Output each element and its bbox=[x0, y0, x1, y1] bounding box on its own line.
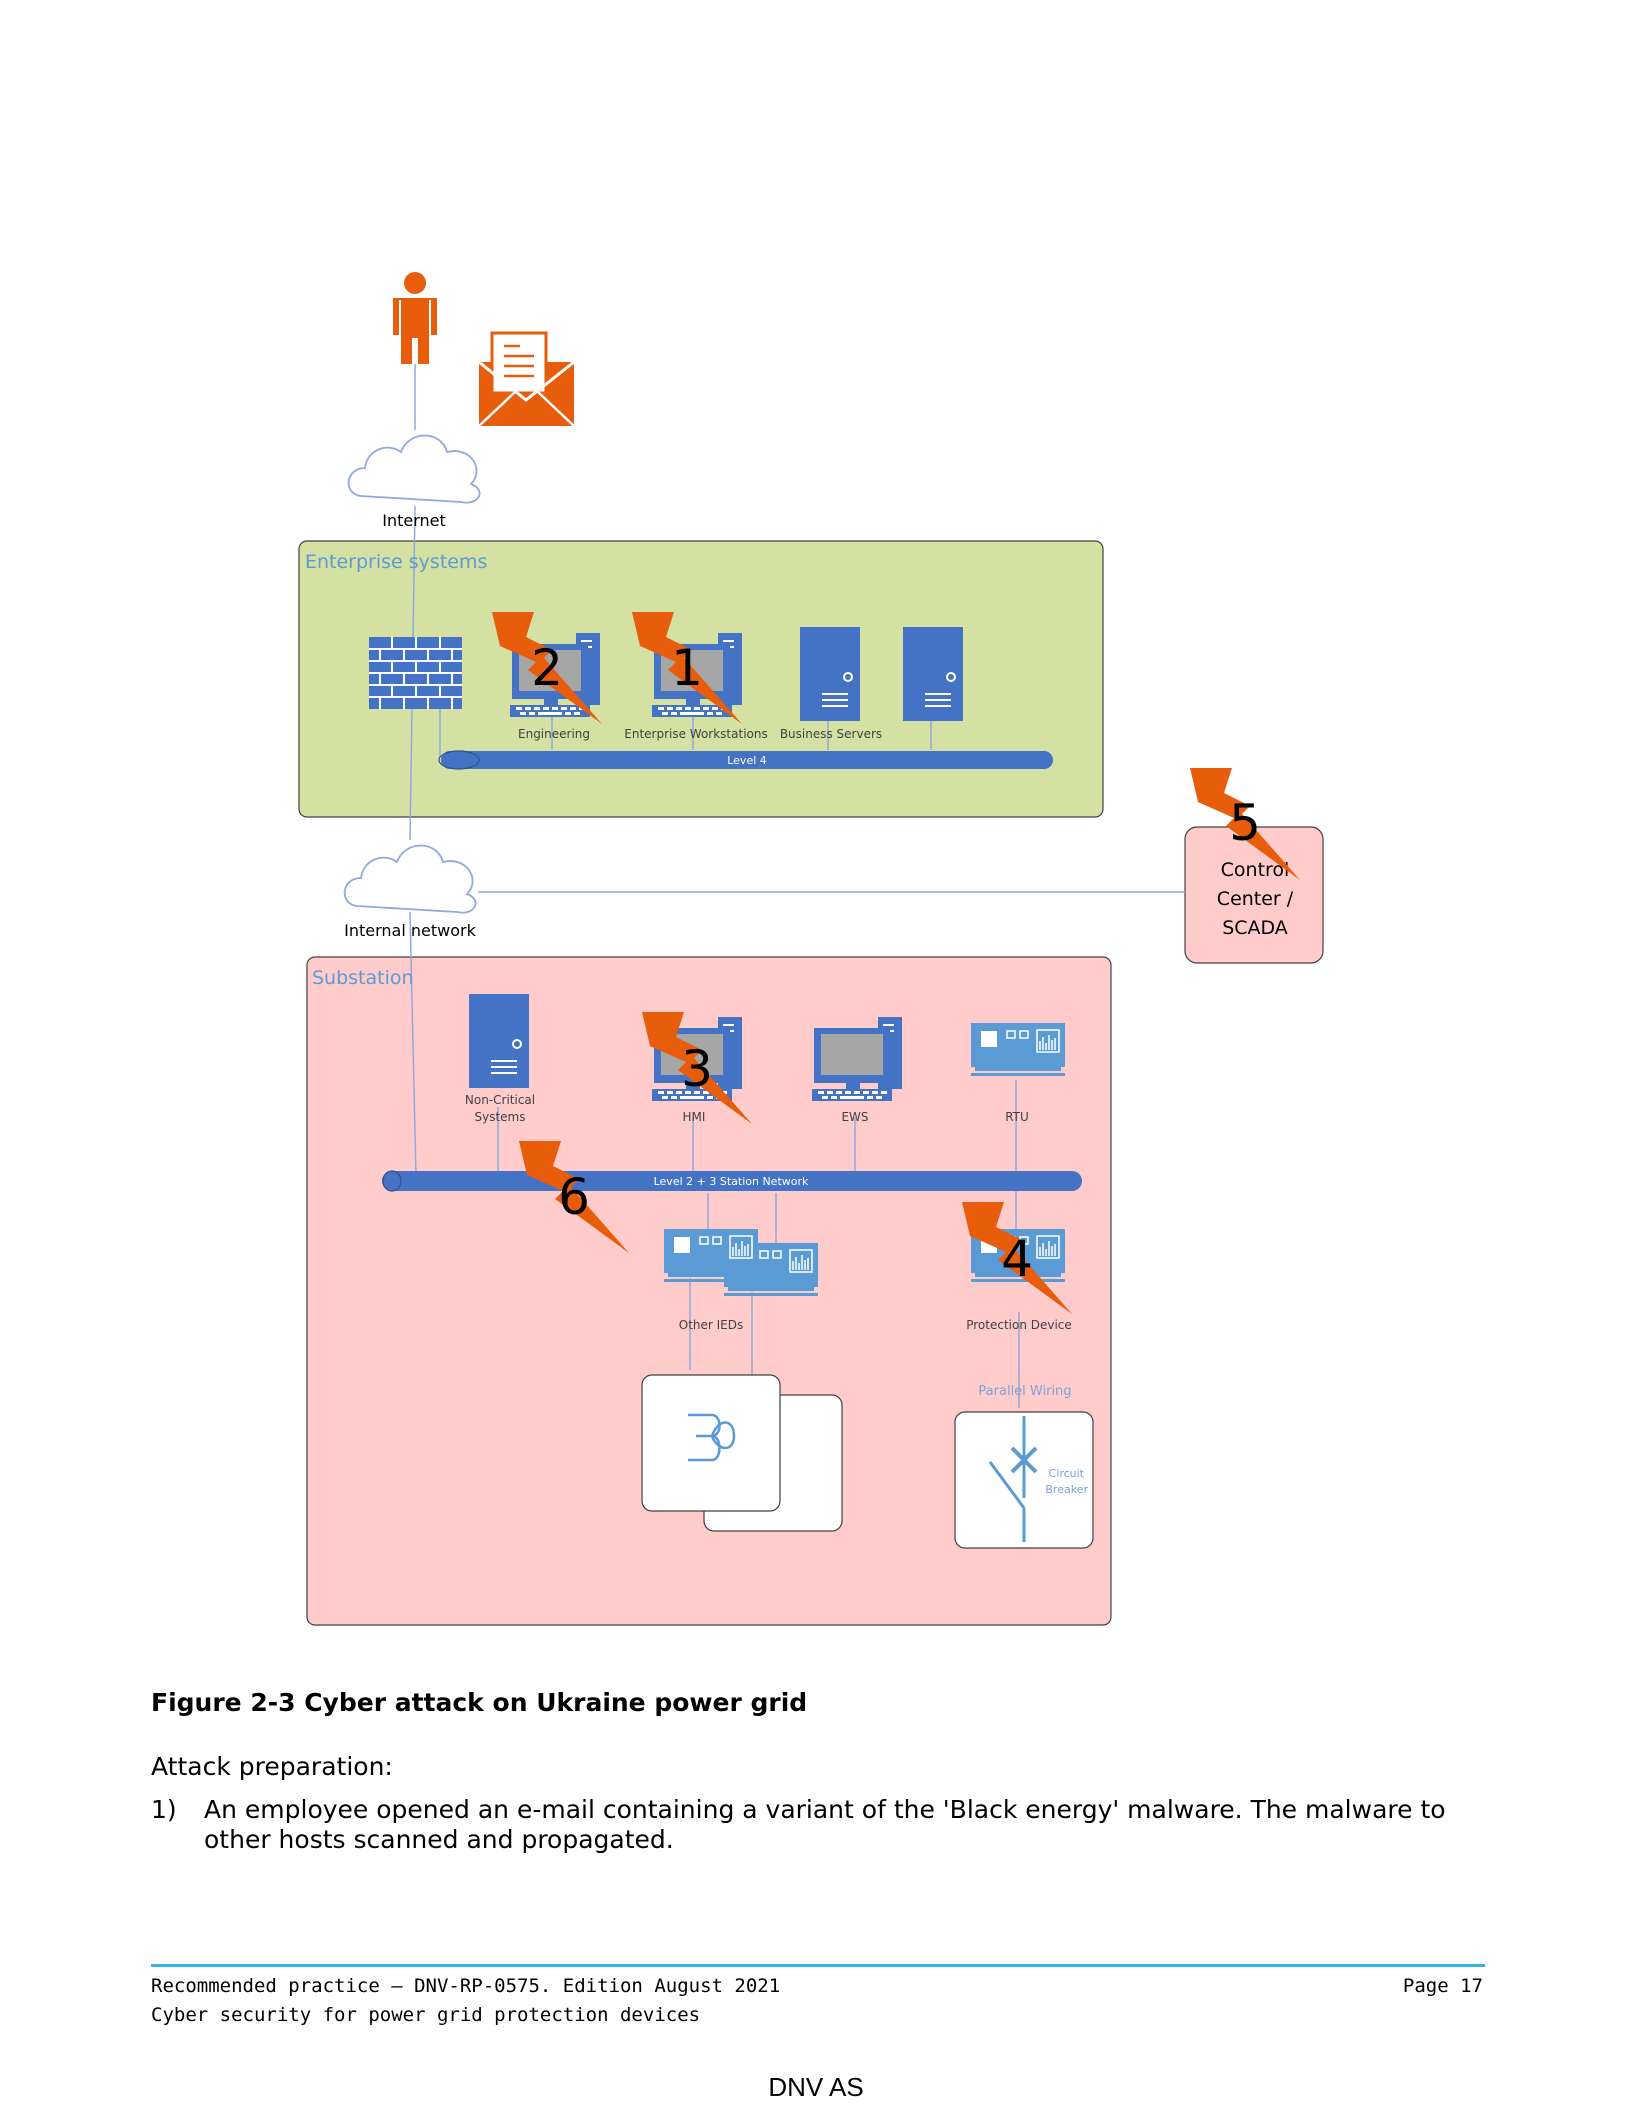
hmi-label: HMI bbox=[683, 1110, 706, 1124]
attack-marker-6: 6 bbox=[519, 1141, 629, 1253]
business-server-icon bbox=[902, 626, 964, 722]
firewall-icon bbox=[369, 637, 462, 709]
circuit-breaker-icon bbox=[988, 1416, 1038, 1542]
svg-text:3: 3 bbox=[681, 1040, 713, 1098]
parallel-wiring-label: Parallel Wiring bbox=[978, 1384, 1071, 1399]
footer-page-number: Page 17 bbox=[1402, 1975, 1483, 1997]
svg-text:4: 4 bbox=[1001, 1230, 1033, 1288]
level4-label: Level 4 bbox=[727, 754, 767, 767]
list-item-number: 1) bbox=[151, 1795, 177, 1824]
non-critical-server-icon bbox=[468, 993, 530, 1089]
svg-text:1: 1 bbox=[671, 639, 703, 697]
circuit-breaker-label-1: Circuit bbox=[1049, 1467, 1085, 1480]
ews-label: EWS bbox=[841, 1110, 868, 1124]
list-item-text: An employee opened an e-mail containing … bbox=[204, 1795, 1446, 1854]
business-server-icon bbox=[799, 626, 861, 722]
internal-network-cloud-icon bbox=[343, 844, 477, 914]
svg-text:2: 2 bbox=[531, 639, 563, 697]
footer-document-title: Recommended practice — DNV-RP-0575. Edit… bbox=[151, 1975, 781, 1997]
non-critical-label-2: Systems bbox=[475, 1110, 526, 1124]
attack-marker-3: 3 bbox=[642, 1012, 752, 1124]
svg-text:5: 5 bbox=[1229, 794, 1261, 852]
internet-label: Internet bbox=[382, 511, 446, 530]
engineering-label: Engineering bbox=[518, 727, 590, 741]
svg-text:6: 6 bbox=[558, 1168, 590, 1226]
substation-zone-label: Substation bbox=[312, 967, 414, 989]
business-servers-label: Business Servers bbox=[780, 727, 882, 741]
footer-organization: DNV AS bbox=[768, 2072, 864, 2102]
enterprise-zone-label: Enterprise systems bbox=[305, 551, 487, 573]
attack-marker-2: 2 bbox=[492, 612, 602, 724]
protection-device-label: Protection Device bbox=[966, 1318, 1072, 1332]
internet-cloud-icon bbox=[347, 434, 481, 504]
attack-marker-5: 5 bbox=[1190, 768, 1300, 880]
enterprise-workstations-label: Enterprise Workstations bbox=[624, 727, 767, 741]
email-icon bbox=[478, 331, 575, 427]
non-critical-label-1: Non-Critical bbox=[465, 1093, 535, 1107]
footer-rule bbox=[151, 1964, 1485, 1967]
current-transformer-icon bbox=[688, 1413, 736, 1462]
station-network-label: Level 2 + 3 Station Network bbox=[654, 1175, 809, 1188]
attack-marker-1: 1 bbox=[632, 612, 742, 724]
attack-diagram: Level 4 Level 2 + 3 Station Network Inte… bbox=[298, 272, 1324, 1626]
internal-network-label: Internal network bbox=[344, 921, 476, 940]
circuit-breaker-label-2: Breaker bbox=[1045, 1483, 1088, 1496]
level4-bus bbox=[441, 751, 1053, 769]
control-center-label-2: Center / bbox=[1217, 888, 1294, 910]
attack-marker-4: 4 bbox=[962, 1202, 1072, 1314]
control-center-label-3: SCADA bbox=[1222, 917, 1288, 939]
section-intro: Attack preparation: bbox=[151, 1752, 393, 1781]
other-ieds-label: Other IEDs bbox=[679, 1318, 744, 1332]
ct-front-box bbox=[641, 1374, 781, 1512]
substation-zone bbox=[306, 956, 1112, 1626]
other-ied-icon bbox=[663, 1228, 759, 1283]
control-center-box bbox=[1184, 826, 1324, 964]
footer-subtitle: Cyber security for power grid protection… bbox=[151, 2004, 701, 2026]
rtu-icon bbox=[970, 1022, 1066, 1077]
figure-caption: Figure 2-3 Cyber attack on Ukraine power… bbox=[151, 1688, 808, 1717]
control-center-label-1: Control bbox=[1221, 859, 1290, 881]
person-icon bbox=[393, 272, 437, 364]
rtu-label: RTU bbox=[1005, 1110, 1029, 1124]
